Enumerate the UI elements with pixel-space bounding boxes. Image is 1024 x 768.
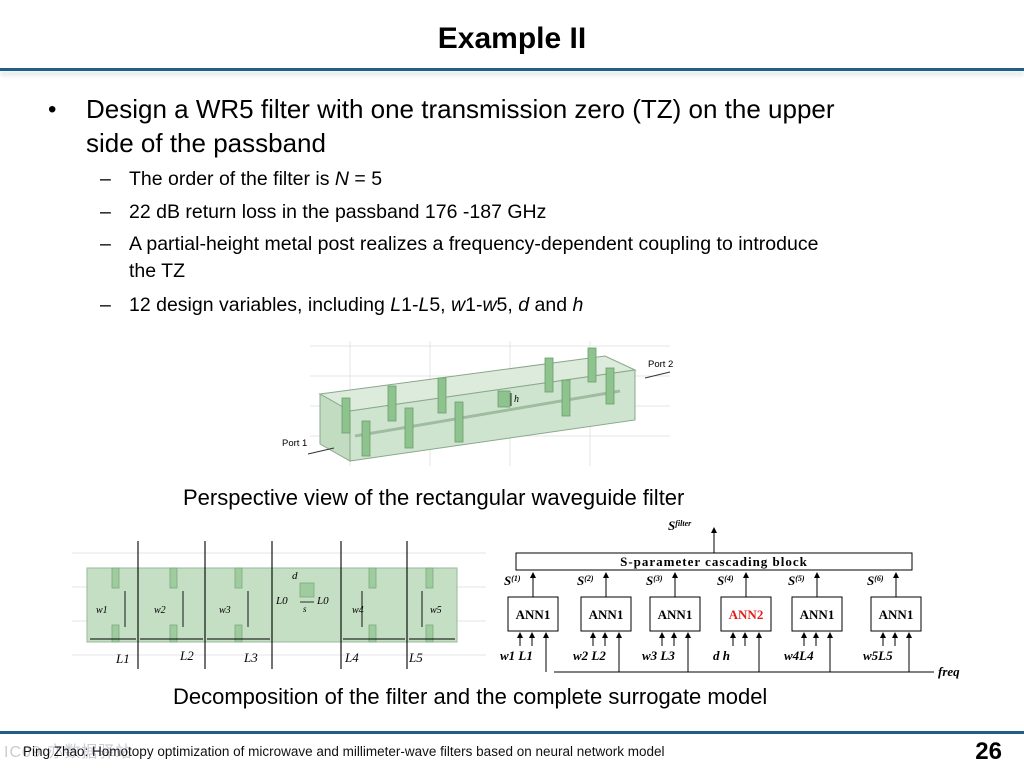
L2-label: L2: [179, 648, 194, 663]
w3-label: w3: [219, 605, 231, 616]
title-divider: [0, 68, 1024, 71]
page-number: 26: [975, 738, 1002, 765]
L4-label: L4: [344, 650, 359, 665]
L0-left-label: L0: [275, 595, 288, 607]
s-port-label-6: S(6): [867, 573, 884, 588]
ann-label-1: ANN1: [516, 607, 551, 622]
s-port-label-5: S(5): [788, 573, 805, 588]
d-label: d: [292, 570, 298, 582]
ann-label-6: ANN1: [879, 607, 914, 622]
main-bullet-line2: side of the passband: [86, 128, 326, 158]
footer-citation: Ping Zhao: Homotopy optimization of micr…: [23, 744, 665, 759]
caption-decomposition: Decomposition of the filter and the comp…: [173, 684, 768, 709]
ann-box-5: [791, 596, 843, 632]
s-port-label-4: S(4): [717, 573, 734, 588]
ann-label-3: ANN1: [658, 607, 693, 622]
ann-box-1: [507, 596, 559, 632]
s-port-label-3: S(3): [646, 573, 663, 588]
L0-right-label: L0: [316, 595, 329, 607]
w2-label: w2: [154, 605, 166, 616]
waveguide-3d-figure: h Port 1 Port 2: [282, 341, 673, 466]
w4-label: w4: [352, 605, 364, 616]
ann-box-6: [870, 596, 922, 632]
L1-label: L1: [115, 651, 130, 666]
w5-label: w5: [430, 605, 442, 616]
decomposition-figure: w1 w2 w3 w4 w5 L1 L2 L3 L4 L5 d L0 L0 s: [72, 541, 486, 669]
cascading-block: [515, 552, 913, 571]
surrogate-model-diagram: Sfilter S-parameter cascading block S(1)…: [500, 518, 960, 679]
ann-label-4: ANN2: [729, 607, 764, 622]
L3-label: L3: [243, 650, 258, 665]
ann-inputs-3: w3 L3: [642, 648, 675, 663]
w1-label: w1: [96, 605, 108, 616]
ann-box-4: [720, 596, 772, 632]
h-label: h: [514, 394, 519, 405]
ann-inputs-6: w5L5: [863, 648, 893, 663]
bullet-marker: •: [48, 96, 57, 123]
metal-posts: [341, 347, 615, 457]
ann-inputs-5: w4L4: [784, 648, 814, 663]
main-bullet-line1: Design a WR5 filter with one transmissio…: [86, 94, 835, 124]
ann-inputs-4: d h: [713, 648, 730, 663]
ann-box-2: [580, 596, 632, 632]
ann-inputs-2: w2 L2: [573, 648, 606, 663]
ann-inputs-1: w1 L1: [500, 648, 533, 663]
s-filter-label: Sfilter: [668, 518, 692, 533]
ann-label-2: ANN1: [589, 607, 624, 622]
ann-label-5: ANN1: [800, 607, 835, 622]
s-port-label-1: S(1): [504, 573, 521, 588]
L5-label: L5: [408, 650, 423, 665]
freq-label: freq: [938, 664, 960, 679]
port2-label: Port 2: [648, 359, 673, 370]
caption-perspective: Perspective view of the rectangular wave…: [183, 485, 685, 510]
port1-label: Port 1: [282, 438, 307, 449]
cascading-block-label: S-parameter cascading block: [620, 554, 808, 569]
ann-blocks: S(1) ANN1 w1 L1 S(2) ANN1 w2 L2 S(3) ANN1 w3 L3 S…: [500, 572, 922, 672]
s-label: s: [303, 604, 307, 614]
watermark: IC09 亦数据驿站: [4, 744, 133, 761]
ann-box-3: [649, 596, 701, 632]
slide-title: Example II: [437, 22, 587, 55]
s-port-label-2: S(2): [577, 573, 594, 588]
main-bullet: Design a WR5 filter with one transmissio…: [86, 92, 966, 160]
footer-divider: [0, 731, 1024, 734]
